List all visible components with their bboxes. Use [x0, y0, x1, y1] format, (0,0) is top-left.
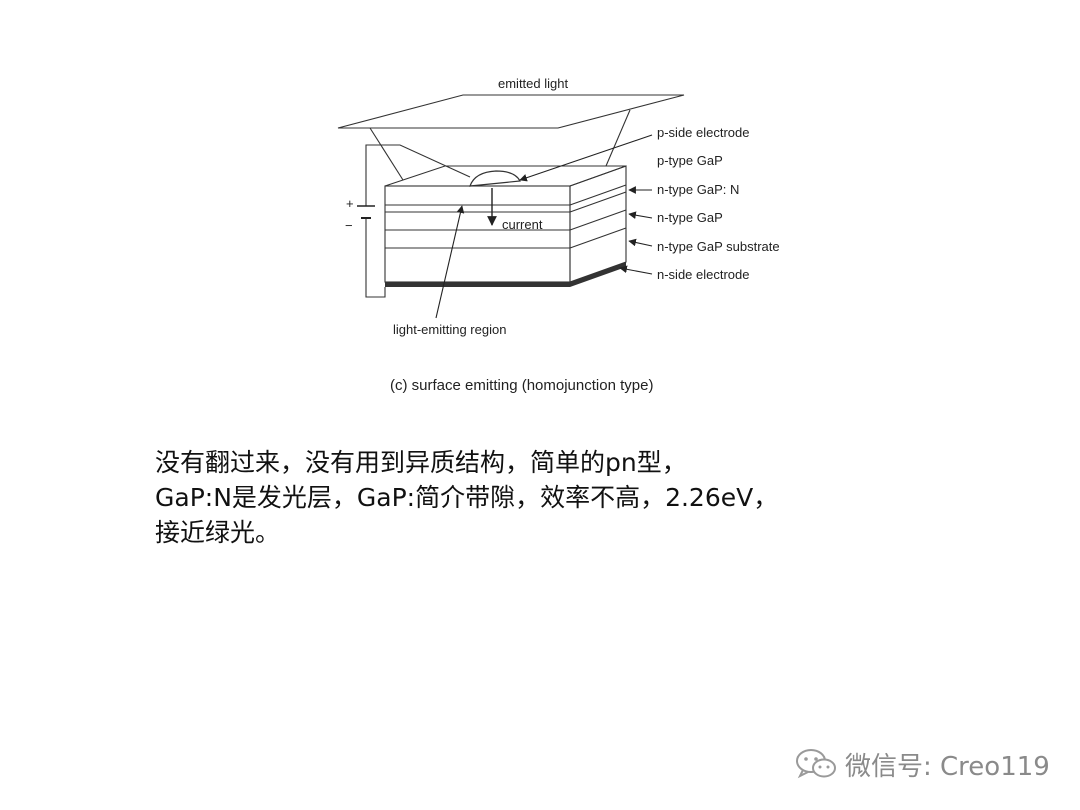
wechat-icon: [796, 749, 836, 779]
n-side-electrode: [385, 262, 626, 287]
emitted-light-label: emitted light: [498, 76, 568, 91]
current-label: current: [502, 217, 543, 232]
n-gap-pointer: [628, 211, 653, 219]
region-pointer: [435, 205, 465, 319]
light-ray: [369, 127, 404, 181]
device-front-face: [384, 185, 571, 283]
n-gap-n-label: n-type GaP: N: [657, 182, 739, 197]
wechat-watermark: 微信号: Creo119: [795, 742, 1050, 786]
p-gap-label: p-type GaP: [657, 153, 723, 168]
p-side-electrode: [469, 170, 521, 187]
substrate-label: n-type GaP substrate: [657, 239, 780, 254]
n-gap-label: n-type GaP: [657, 210, 723, 225]
n-electrode-pointer: [619, 265, 653, 275]
layer-line: [569, 191, 627, 213]
battery-plus: +: [346, 196, 354, 211]
led-structure-diagram: emitted light + − current light-emitting…: [337, 76, 780, 394]
explanation-line-3: 接近绿光。: [155, 518, 281, 547]
explanation-line-2: GaP:N是发光层，GaP:简介带隙，效率不高，2.26eV，: [155, 483, 779, 512]
circuit-wire: [365, 218, 386, 298]
explanation-line-1: 没有翻过来，没有用到异质结构，简单的pn型，: [155, 448, 687, 477]
region-label: light-emitting region: [393, 322, 506, 337]
device-right-face: [569, 165, 627, 283]
n-electrode-label: n-side electrode: [657, 267, 750, 282]
layer-line: [569, 184, 627, 206]
layer-line: [569, 227, 627, 249]
layer-line: [569, 209, 627, 231]
substrate-pointer: [628, 238, 653, 247]
diagram-caption: (c) surface emitting (homojunction type): [390, 377, 653, 394]
watermark-text: 微信号: Creo119: [845, 751, 1050, 782]
battery-minus: −: [345, 218, 353, 233]
explanation-text: 没有翻过来，没有用到异质结构，简单的pn型， GaP:N是发光层，GaP:简介带…: [155, 445, 915, 550]
p-electrode-label: p-side electrode: [657, 125, 750, 140]
circuit-wire: [365, 144, 471, 206]
emitted-light-plane: [337, 94, 685, 129]
light-ray: [605, 109, 631, 167]
electrode-pointer: [519, 134, 653, 182]
